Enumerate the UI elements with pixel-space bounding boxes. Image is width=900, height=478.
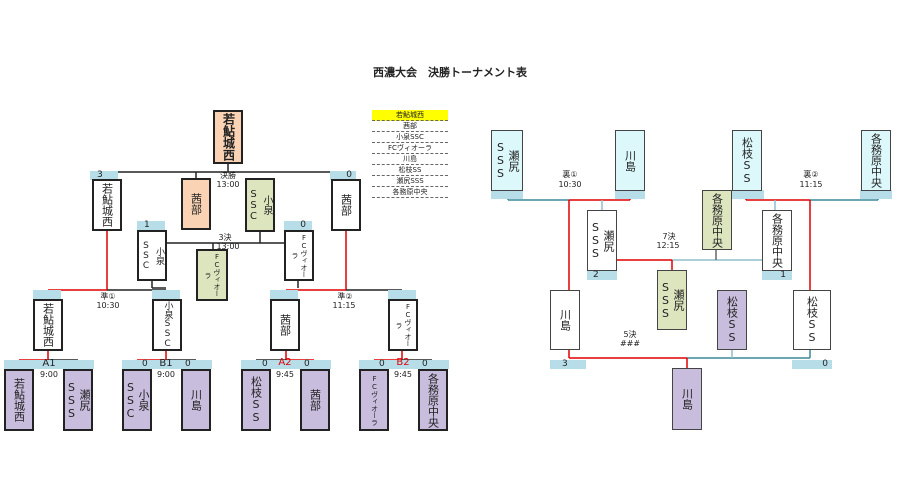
sixth-place-box: 川島 (672, 368, 702, 430)
team-box: 各務原中央 (762, 210, 792, 271)
team-box: 小泉SSC (122, 369, 152, 431)
qf-label: A1 (42, 358, 56, 369)
third-label: 3決 (218, 233, 232, 242)
qf-label: A2 (278, 357, 292, 368)
ura2-score-2 (860, 190, 892, 199)
ranking-item: 茜部 (372, 121, 448, 132)
seventh-label: 7決 (662, 232, 676, 241)
ura2-score-1 (732, 190, 764, 199)
qf-label: B1 (159, 358, 173, 369)
page-title: 西濃大会 決勝トーナメント表 (373, 66, 527, 79)
team-box: FCヴィオーラ (284, 230, 314, 281)
ura1-label: 裏① (562, 170, 578, 179)
seventh-place-box: 各務原中央 (702, 190, 732, 250)
semi1-time: 10:30 (96, 301, 120, 310)
ranking-item: 川島 (372, 154, 448, 165)
team-box: 瀬尻SSS (587, 210, 617, 271)
semi1-label: 準① (100, 292, 116, 301)
ura2-time: 11:15 (799, 180, 823, 189)
team-box: 松枝SS (241, 369, 271, 431)
team-box: 各務原中央 (861, 130, 891, 191)
ura2-label: 裏② (803, 170, 819, 179)
team-box: 松枝SS (732, 130, 762, 191)
third-score-1: 1 (137, 221, 165, 230)
team-box: 各務原中央 (418, 369, 448, 431)
qf-label: B2 (396, 357, 410, 368)
final-label: 決勝 (220, 171, 236, 180)
ranking-item: 若鮎城西 (372, 110, 448, 121)
team-box: 瀬尻SSS (63, 369, 93, 431)
champion-box: 若鮎城西 (213, 110, 243, 164)
ranking-list: 若鮎城西 茜部 小泉SSC FCヴィオーラ 川島 松枝SS 瀬尻SSS 各務原中… (372, 110, 448, 198)
fifth-time: ### (619, 339, 641, 348)
team-box: 川島 (615, 130, 645, 191)
seventh-score-2: 1 (762, 271, 792, 280)
team-box: 若鮎城西 (92, 179, 122, 231)
eighth-place-box: 瀬尻SSS (657, 270, 687, 330)
ranking-item: FCヴィオーラ (372, 143, 448, 154)
seventh-score-1: 2 (587, 271, 617, 280)
third-time: 13:00 (216, 242, 240, 251)
third-score-2: 0 (284, 221, 312, 230)
third-place-box: 小泉SSC (245, 178, 275, 232)
qf-time: 9:45 (276, 370, 294, 379)
semi2-label: 準② (337, 292, 353, 301)
semi1-score-2 (152, 290, 180, 299)
team-box: 川島 (550, 290, 580, 350)
ranking-item: 瀬尻SSS (372, 176, 448, 187)
team-box: 瀬尻SSS (491, 130, 523, 191)
ura1-time: 10:30 (558, 180, 582, 189)
qf-time: 9:00 (40, 370, 58, 379)
semi1-score-1 (33, 290, 61, 299)
team-box: FCヴィオーラ (388, 299, 418, 351)
final-score-1: 3 (90, 171, 118, 180)
seventh-time: 12:15 (656, 241, 680, 250)
team-box: 茜部 (270, 299, 300, 351)
qf-time: 9:45 (394, 370, 412, 379)
semi2-time: 11:15 (332, 301, 356, 310)
ura1-score-1 (491, 190, 523, 199)
ura1-score-2 (615, 190, 645, 199)
fifth-place-box: 松枝SS (717, 290, 747, 350)
final-score-2: 0 (330, 171, 356, 180)
team-box: 松枝SS (793, 290, 831, 350)
team-box: FCヴィオーラ (359, 369, 389, 431)
team-box: 小泉SSC (152, 299, 182, 351)
team-box: 若鮎城西 (33, 299, 63, 351)
qf-time: 9:00 (157, 370, 175, 379)
team-box: 小泉SSC (137, 230, 167, 281)
team-box: 茜部 (331, 179, 361, 231)
qf-score: 0 0 (359, 360, 449, 369)
qf-score: 0 0 (122, 360, 212, 369)
qf-score (4, 360, 94, 369)
final-time: 13:00 (216, 180, 240, 189)
fifth-label: 5決 (623, 330, 637, 339)
ranking-item: 各務原中央 (372, 187, 448, 198)
fourth-place-box: FCヴィオーラ (196, 249, 228, 301)
team-box: 若鮎城西 (4, 369, 34, 431)
fifth-score-2: 0 (792, 360, 832, 369)
qf-score: 0 0 (241, 360, 331, 369)
ranking-item: 小泉SSC (372, 132, 448, 143)
team-box: 川島 (181, 369, 211, 431)
semi2-score-1 (270, 290, 298, 299)
team-box: 茜部 (300, 369, 330, 431)
fifth-score-1: 3 (550, 360, 586, 369)
semi2-score-2 (388, 290, 416, 299)
runner-up-box: 茜部 (181, 178, 211, 230)
ranking-item: 松枝SS (372, 165, 448, 176)
